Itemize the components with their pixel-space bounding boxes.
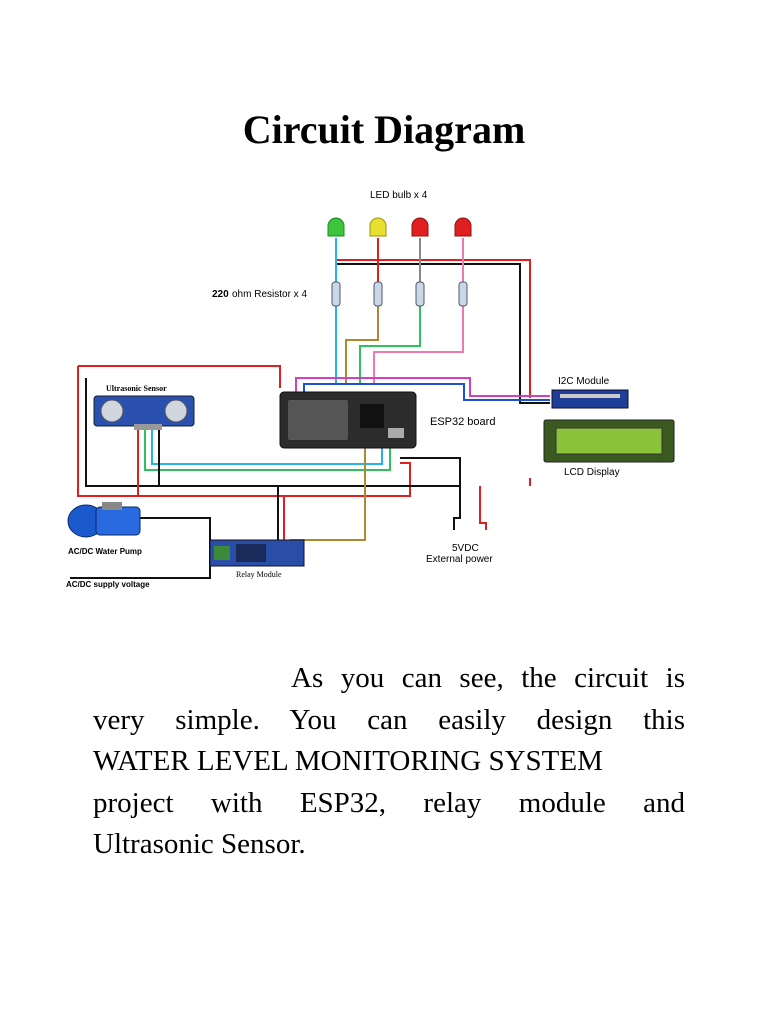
paragraph-line-3: WATER LEVEL MONITORING SYSTEM (93, 745, 603, 777)
esp32-label: ESP32 board (430, 416, 495, 428)
ext-power-wire-red (479, 486, 487, 530)
body-paragraph: As you can see, the circuit is very simp… (93, 658, 685, 866)
wires (70, 238, 550, 579)
main-power-top (78, 365, 281, 388)
resistor-1 (331, 281, 341, 307)
power-label-line1: 5VDC (452, 543, 479, 554)
circuit-diagram: LED bulb x 4 220 ohm Resistor x 4 Ultras… (66, 190, 675, 589)
led-label: LED bulb x 4 (370, 190, 428, 201)
i2c-label: I2C Module (558, 376, 610, 387)
supply-label: AC/DC supply voltage (66, 580, 150, 589)
ultrasonic-label: Ultrasonic Sensor (106, 384, 167, 393)
resistor-3 (415, 281, 425, 307)
ultrasonic-sensor (93, 395, 195, 430)
power-bus-wire (336, 259, 531, 398)
paragraph-line-4: project with ESP32, relay module and (93, 786, 685, 819)
page-title: Circuit Diagram (242, 107, 526, 152)
resistors (331, 281, 468, 307)
paragraph-line-2: very simple. You can easily design this (93, 703, 685, 736)
i2c-sda-wire (295, 377, 550, 397)
resistor-label: ohm Resistor x 4 (232, 289, 307, 300)
us-trig-wire (144, 428, 391, 471)
led-bulb-1 (327, 217, 345, 237)
main-power-loop (77, 366, 411, 497)
lcd-display (543, 419, 675, 463)
ground-bus-wire (336, 263, 550, 404)
led-bulbs (327, 217, 472, 237)
lcd-label: LCD Display (564, 467, 620, 478)
led3-signal (359, 306, 421, 383)
paragraph-line-1: As you can see, the circuit is (291, 662, 685, 694)
led-bulb-2 (369, 217, 387, 237)
i2c-scl-wire (303, 383, 550, 401)
resistor-value: 220 (212, 289, 229, 300)
us-echo-wire (151, 428, 383, 465)
ext-power-wire (453, 486, 461, 530)
pump-label: AC/DC Water Pump (68, 547, 142, 556)
relay-label: Relay Module (236, 570, 282, 579)
power-label-line2: External power (426, 554, 493, 565)
led-bulb-4 (454, 217, 472, 237)
led-bulb-3 (411, 217, 429, 237)
paragraph-line-5: Ultrasonic Sensor. (93, 828, 306, 860)
resistor-4 (458, 281, 468, 307)
relay-signal-wire (290, 448, 366, 541)
led2-signal (345, 306, 379, 383)
water-pump (67, 502, 141, 538)
i2c-module (551, 389, 629, 409)
led4-signal (373, 306, 464, 383)
resistor-2 (373, 281, 383, 307)
esp32-board (279, 391, 417, 449)
relay-module (209, 539, 305, 567)
